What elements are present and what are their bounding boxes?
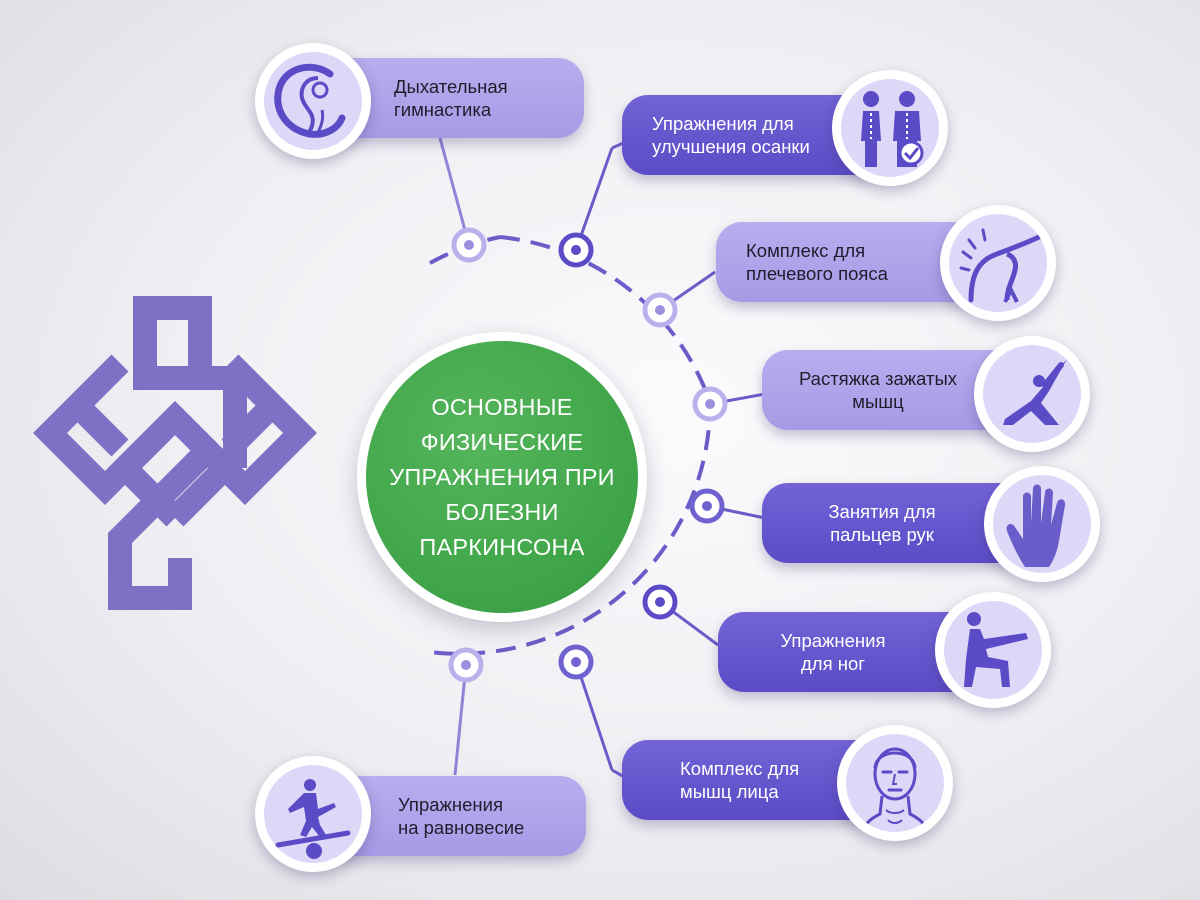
center-title: ОСНОВНЫЕ ФИЗИЧЕСКИЕ УПРАЖНЕНИЯ ПРИ БОЛЕЗ… — [389, 393, 615, 560]
node-posture — [558, 232, 594, 268]
connector-line-posture — [574, 147, 614, 251]
connector-line-breathing — [438, 137, 471, 246]
item-shoulder-label: Комплекс для плечевого пояса — [746, 240, 888, 284]
item-balance-label: Упражнения на равновесие — [398, 794, 525, 838]
item-posture-label: Упражнения для улучшения осанки — [652, 113, 810, 157]
item-legs-label: Упражнения для ног — [780, 630, 886, 674]
item-hand-pill: Занятия для пальцев рук — [762, 483, 1024, 563]
item-hand-label: Занятия для пальцев рук — [828, 501, 936, 545]
node-balance — [448, 647, 484, 683]
posture-icon — [861, 91, 924, 167]
node-breathing — [451, 227, 487, 263]
connector-line-face — [574, 661, 614, 771]
breathing-icon — [274, 63, 346, 138]
item-stretch-pill: Растяжка зажатых мышц — [762, 350, 1024, 430]
hand-icon — [1006, 484, 1066, 567]
node-shoulder — [642, 292, 678, 328]
squat-icon — [964, 612, 1028, 687]
node-hand — [689, 488, 725, 524]
balance-icon — [275, 779, 351, 859]
endless-knot-icon — [33, 296, 317, 610]
center-circle: ОСНОВНЫЕ ФИЗИЧЕСКИЕ УПРАЖНЕНИЯ ПРИ БОЛЕЗ… — [357, 332, 647, 622]
item-stretch-label: Растяжка зажатых мышц — [798, 368, 958, 412]
node-stretch — [692, 386, 728, 422]
item-stretch-badge — [974, 336, 1090, 452]
face-icon — [860, 747, 930, 832]
node-legs — [642, 584, 678, 620]
item-balance-badge — [255, 756, 371, 872]
center-circle-inner: ОСНОВНЫЕ ФИЗИЧЕСКИЕ УПРАЖНЕНИЯ ПРИ БОЛЕЗ… — [366, 341, 638, 613]
item-posture-badge — [832, 70, 948, 186]
item-hand-badge — [984, 466, 1100, 582]
item-shoulder-badge — [940, 205, 1056, 321]
item-breathing-badge — [255, 43, 371, 159]
stretch-icon — [1003, 359, 1067, 425]
connector-arc — [429, 235, 713, 656]
item-legs-badge — [935, 592, 1051, 708]
item-face-badge — [837, 725, 953, 841]
connector-line-balance — [453, 664, 468, 776]
node-face — [558, 644, 594, 680]
item-shoulder-pill: Комплекс для плечевого пояса — [716, 222, 978, 302]
item-face-label: Комплекс для мышц лица — [680, 758, 800, 802]
shoulder-icon — [959, 228, 1044, 303]
item-breathing-label: Дыхательная гимнастика — [394, 76, 508, 120]
